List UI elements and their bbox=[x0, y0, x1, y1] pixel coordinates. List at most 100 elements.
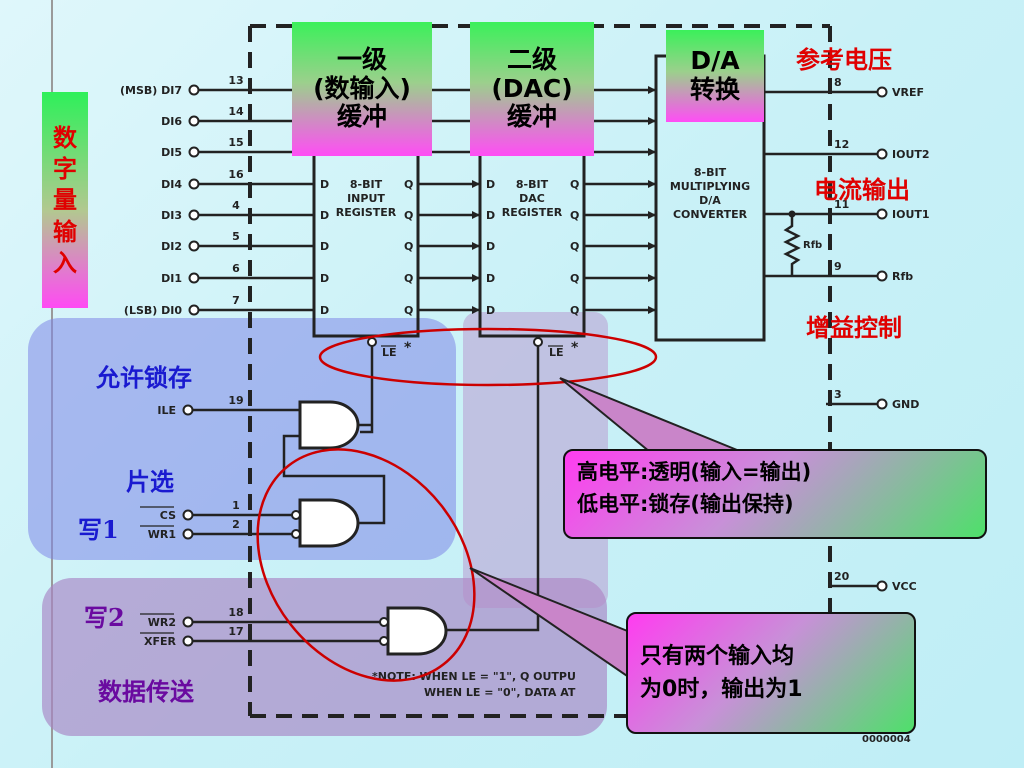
digital-input-char-3: 量 bbox=[53, 185, 77, 215]
dac-register-q-marker: Q bbox=[570, 209, 579, 222]
stage-1-line-3: 缓冲 bbox=[336, 102, 387, 132]
data-input-pin-number: 15 bbox=[228, 136, 243, 149]
dac-register-d-marker: D bbox=[486, 304, 495, 317]
output-pin-label: IOUT1 bbox=[892, 208, 930, 221]
data-input-terminal bbox=[188, 115, 200, 127]
dac-register-label-1: 8-BIT bbox=[516, 178, 549, 191]
input-register-d-marker: D bbox=[320, 272, 329, 285]
gate2-to-gate1-wire bbox=[282, 434, 386, 525]
note-line-2: WHEN LE = "0", DATA AT bbox=[424, 686, 576, 699]
output-pin-terminal bbox=[876, 580, 888, 592]
control-pin-number: 18 bbox=[228, 606, 243, 619]
digital-input-label: 数 字 量 输 入 bbox=[42, 92, 88, 308]
data-input-pin-number: 14 bbox=[228, 105, 244, 118]
control-pin-label: XFER bbox=[144, 635, 177, 648]
dac-register-d-marker: D bbox=[486, 209, 495, 222]
output-pin-number: 3 bbox=[834, 388, 842, 401]
data-input-label: (MSB) DI7 bbox=[120, 84, 182, 97]
data-input-terminal bbox=[188, 84, 200, 96]
data-input-label: (LSB) DI0 bbox=[124, 304, 182, 317]
control-pin-label: WR1 bbox=[148, 528, 176, 541]
stage-1-line-2: (数输入) bbox=[313, 73, 411, 103]
output-pin-terminal bbox=[876, 398, 888, 410]
input-register-q-marker: Q bbox=[404, 209, 413, 222]
output-pin-number: 20 bbox=[834, 570, 850, 583]
dac-register-d-marker: D bbox=[486, 240, 495, 253]
data-input-label: DI5 bbox=[161, 146, 182, 159]
input-to-dac-arrow bbox=[472, 211, 480, 219]
control-pin-label: CS bbox=[160, 509, 176, 522]
dac-register-label-3: REGISTER bbox=[502, 206, 563, 219]
dac-register-d-marker: D bbox=[486, 272, 495, 285]
shade-input-control bbox=[28, 318, 456, 560]
input-register-d-marker: D bbox=[320, 209, 329, 222]
input-register-q-marker: Q bbox=[404, 240, 413, 253]
input-register-d-marker: D bbox=[320, 304, 329, 317]
data-input-label: DI3 bbox=[161, 209, 182, 222]
data-input-terminal bbox=[188, 146, 200, 158]
and-gate-2-wr1-bubble bbox=[291, 529, 301, 539]
output-pin-terminal bbox=[876, 208, 888, 220]
note-line-1: *NOTE: WHEN LE = "1", Q OUTPU bbox=[372, 670, 576, 683]
data-input-pin-number: 13 bbox=[228, 74, 243, 87]
converter-label-1: 8-BIT bbox=[694, 166, 727, 179]
rfb-resistor-label: Rfb bbox=[803, 240, 822, 251]
control-pin-number: 17 bbox=[228, 625, 243, 638]
converter-label-4: CONVERTER bbox=[673, 208, 748, 221]
input-register-d-marker: D bbox=[320, 178, 329, 191]
dac-to-converter-arrow bbox=[648, 242, 656, 250]
input-le-label: LE bbox=[382, 346, 397, 359]
write1-label: 写1 bbox=[78, 515, 119, 544]
converter-label-3: D/A bbox=[699, 194, 721, 207]
dac-to-converter-arrow bbox=[648, 148, 656, 156]
dac-le-bubble bbox=[533, 337, 543, 347]
data-input-pin-number: 16 bbox=[228, 168, 244, 181]
latch-enable-label: 允许锁存 bbox=[96, 363, 192, 392]
and-gate-callout: 只有两个输入均 为0时，输出为1 bbox=[626, 612, 916, 734]
data-input-pin-number: 4 bbox=[232, 199, 240, 212]
control-pin-terminal bbox=[182, 404, 194, 416]
data-input-pin-number: 7 bbox=[232, 294, 240, 307]
dac-le-wire bbox=[440, 346, 540, 632]
dac-to-converter-arrow bbox=[648, 86, 656, 94]
input-le-wire bbox=[360, 346, 374, 434]
write2-label: 写2 bbox=[84, 603, 125, 632]
output-pin-terminal bbox=[876, 86, 888, 98]
and-callout-line-1: 只有两个输入均 bbox=[640, 644, 795, 669]
output-pin-number: 11 bbox=[834, 198, 849, 211]
stage-2-line-1: 二级 bbox=[506, 44, 557, 74]
and-gate-3-wr2-bubble bbox=[379, 617, 389, 627]
data-input-terminal bbox=[188, 272, 200, 284]
input-register-label-2: INPUT bbox=[347, 192, 385, 205]
input-register-q-marker: Q bbox=[404, 304, 413, 317]
and-gate-3-xfer-bubble bbox=[379, 636, 389, 646]
stage-2-line-3: 缓冲 bbox=[506, 102, 557, 132]
input-to-dac-arrow bbox=[472, 274, 480, 282]
control-pin-label: WR2 bbox=[148, 616, 176, 629]
dac-register-label-2: DAC bbox=[519, 192, 545, 205]
output-pin-label: Rfb bbox=[892, 270, 913, 283]
dac-to-converter-arrow bbox=[648, 211, 656, 219]
converter-label-2: MULTIPLYING bbox=[670, 180, 750, 193]
reference-voltage-label: 参考电压 bbox=[796, 45, 892, 74]
dac-register-q-marker: Q bbox=[570, 304, 579, 317]
digital-input-char-1: 数 bbox=[53, 123, 77, 153]
control-pin-number: 19 bbox=[228, 394, 243, 407]
part-code: 0000004 bbox=[862, 734, 911, 745]
output-pin-label: GND bbox=[892, 398, 919, 411]
stage-2-line-2: (DAC) bbox=[491, 73, 573, 103]
stage-3-line-1: D/A bbox=[690, 46, 740, 76]
data-transfer-label: 数据传送 bbox=[98, 677, 194, 706]
dac-le-label: LE bbox=[549, 346, 564, 359]
stage-2-dac-buffer: 二级 (DAC) 缓冲 bbox=[470, 22, 594, 156]
output-pin-label: VCC bbox=[892, 580, 917, 593]
input-register-q-marker: Q bbox=[404, 178, 413, 191]
input-register-d-marker: D bbox=[320, 240, 329, 253]
data-input-terminal bbox=[188, 209, 200, 221]
input-to-dac-arrow bbox=[472, 306, 480, 314]
dac-le-star: * bbox=[571, 340, 579, 356]
dac-to-converter-arrow bbox=[648, 180, 656, 188]
le-behavior-callout: 高电平:透明(输入=输出) 低电平:锁存(输出保持) bbox=[563, 449, 987, 539]
